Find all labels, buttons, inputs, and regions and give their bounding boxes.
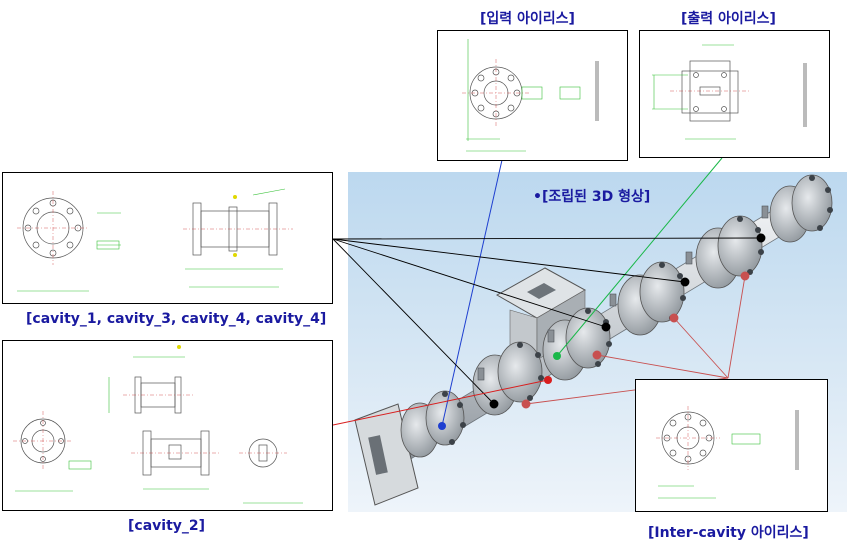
caption-assembled-3d: •[조립된 3D 형상]: [533, 189, 651, 205]
inter-cavity-iris-sketch: [656, 406, 799, 499]
inter-cavity-iris-drawing: [635, 379, 828, 512]
cavity-1-3-4-sketch: [17, 188, 293, 292]
caption-cavity-2: [cavity_2]: [128, 518, 206, 534]
output-iris-drawing: [639, 30, 830, 158]
input-iris-drawing: [437, 30, 628, 161]
caption-inter-cavity-iris: [Inter-cavity 아이리스]: [648, 525, 809, 541]
input-iris-sketch: [462, 39, 599, 152]
leader-cavities: [332, 233, 766, 409]
caption-cavity-1-3-4: [cavity_1, cavity_3, cavity_4, cavity_4]: [26, 311, 327, 327]
caption-output-iris: [출력 아이리스]: [681, 11, 776, 27]
cavity-1-3-4-drawing: [2, 172, 333, 304]
cavity-2-drawing: [2, 340, 333, 511]
flange-4: [617, 261, 685, 336]
flange-1: [400, 390, 465, 458]
leader-cavity-2: [332, 376, 552, 426]
tuning-screws: [477, 205, 769, 381]
output-iris-sketch: [652, 44, 807, 140]
flange-6: [769, 174, 833, 243]
caption-input-iris: [입력 아이리스]: [480, 11, 575, 27]
leader-output-iris: [553, 157, 723, 360]
flange-5: [695, 215, 763, 289]
leader-input-iris: [438, 159, 503, 430]
cavity-2-sketch: [13, 345, 303, 504]
bolt-ring: [442, 175, 833, 445]
